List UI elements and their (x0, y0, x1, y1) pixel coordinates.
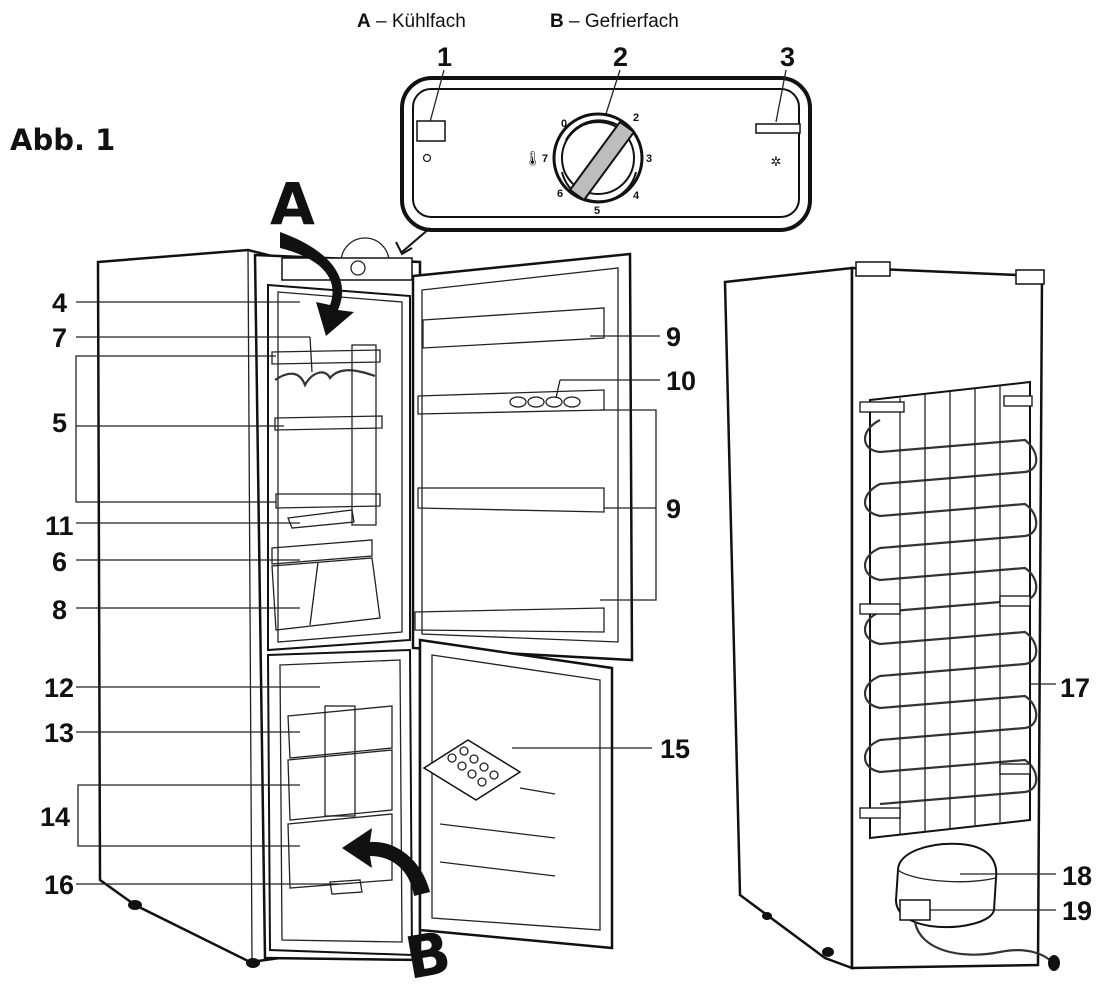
callout-14: 14 (40, 802, 70, 832)
super-freeze-switch-icon (755, 123, 801, 134)
fridge-back-view (723, 261, 1060, 971)
starter-relay-icon (899, 899, 931, 921)
panel-label-1: 1 (437, 42, 452, 72)
ice-tray-icon (422, 739, 522, 801)
figure-title: Abb. 1 (10, 123, 115, 157)
legend-b: B – Gefrierfach (550, 11, 679, 32)
dial-number-2: 2 (633, 112, 639, 124)
callout-9-bottom: 9 (666, 494, 681, 524)
arrow-a-icon: A (270, 170, 354, 336)
dial-number-0: 0 (561, 118, 567, 130)
callout-17: 17 (1060, 673, 1090, 703)
dial-number-7: 7 (542, 153, 548, 165)
egg-tray-icon (509, 396, 581, 408)
thermostat-dial (552, 112, 644, 204)
dial-number-5: 5 (594, 205, 600, 217)
callout-6: 6 (52, 547, 67, 577)
callout-16: 16 (44, 870, 74, 900)
dial-number-3: 3 (646, 153, 652, 165)
callout-15: 15 (660, 734, 690, 764)
fridge-front-view (96, 248, 634, 968)
control-panel-zoom: 1 2 3 ✲ 🌡 0 2 3 4 5 6 7 (340, 42, 812, 287)
callout-4: 4 (52, 288, 67, 318)
callouts-door: 9 10 9 15 (512, 322, 696, 764)
callouts-back: 17 18 19 (930, 673, 1092, 926)
power-cable-icon (913, 921, 1053, 963)
callouts-left: 4 7 5 11 6 8 12 13 14 16 (40, 288, 340, 900)
callout-10: 10 (666, 366, 696, 396)
thermometer-icon: 🌡 (524, 150, 542, 166)
panel-label-2: 2 (613, 42, 628, 72)
callout-11: 11 (45, 511, 74, 541)
callout-18: 18 (1062, 861, 1092, 891)
panel-label-3: 3 (780, 42, 795, 72)
callout-8: 8 (52, 595, 67, 625)
power-icon (422, 153, 432, 163)
indicator-lamp-icon (416, 120, 446, 142)
dial-number-4: 4 (633, 190, 640, 202)
dial-number-6: 6 (557, 188, 563, 200)
callout-7: 7 (52, 323, 67, 353)
callout-12: 12 (44, 673, 74, 703)
callout-19: 19 (1062, 896, 1092, 926)
zoom-letter-a: A (270, 170, 315, 238)
callout-5: 5 (52, 408, 67, 438)
callout-13: 13 (44, 718, 74, 748)
callout-9-top: 9 (666, 322, 681, 352)
legend-a: A – Kühlfach (357, 11, 466, 32)
snowflake-icon: ✲ (771, 154, 782, 169)
